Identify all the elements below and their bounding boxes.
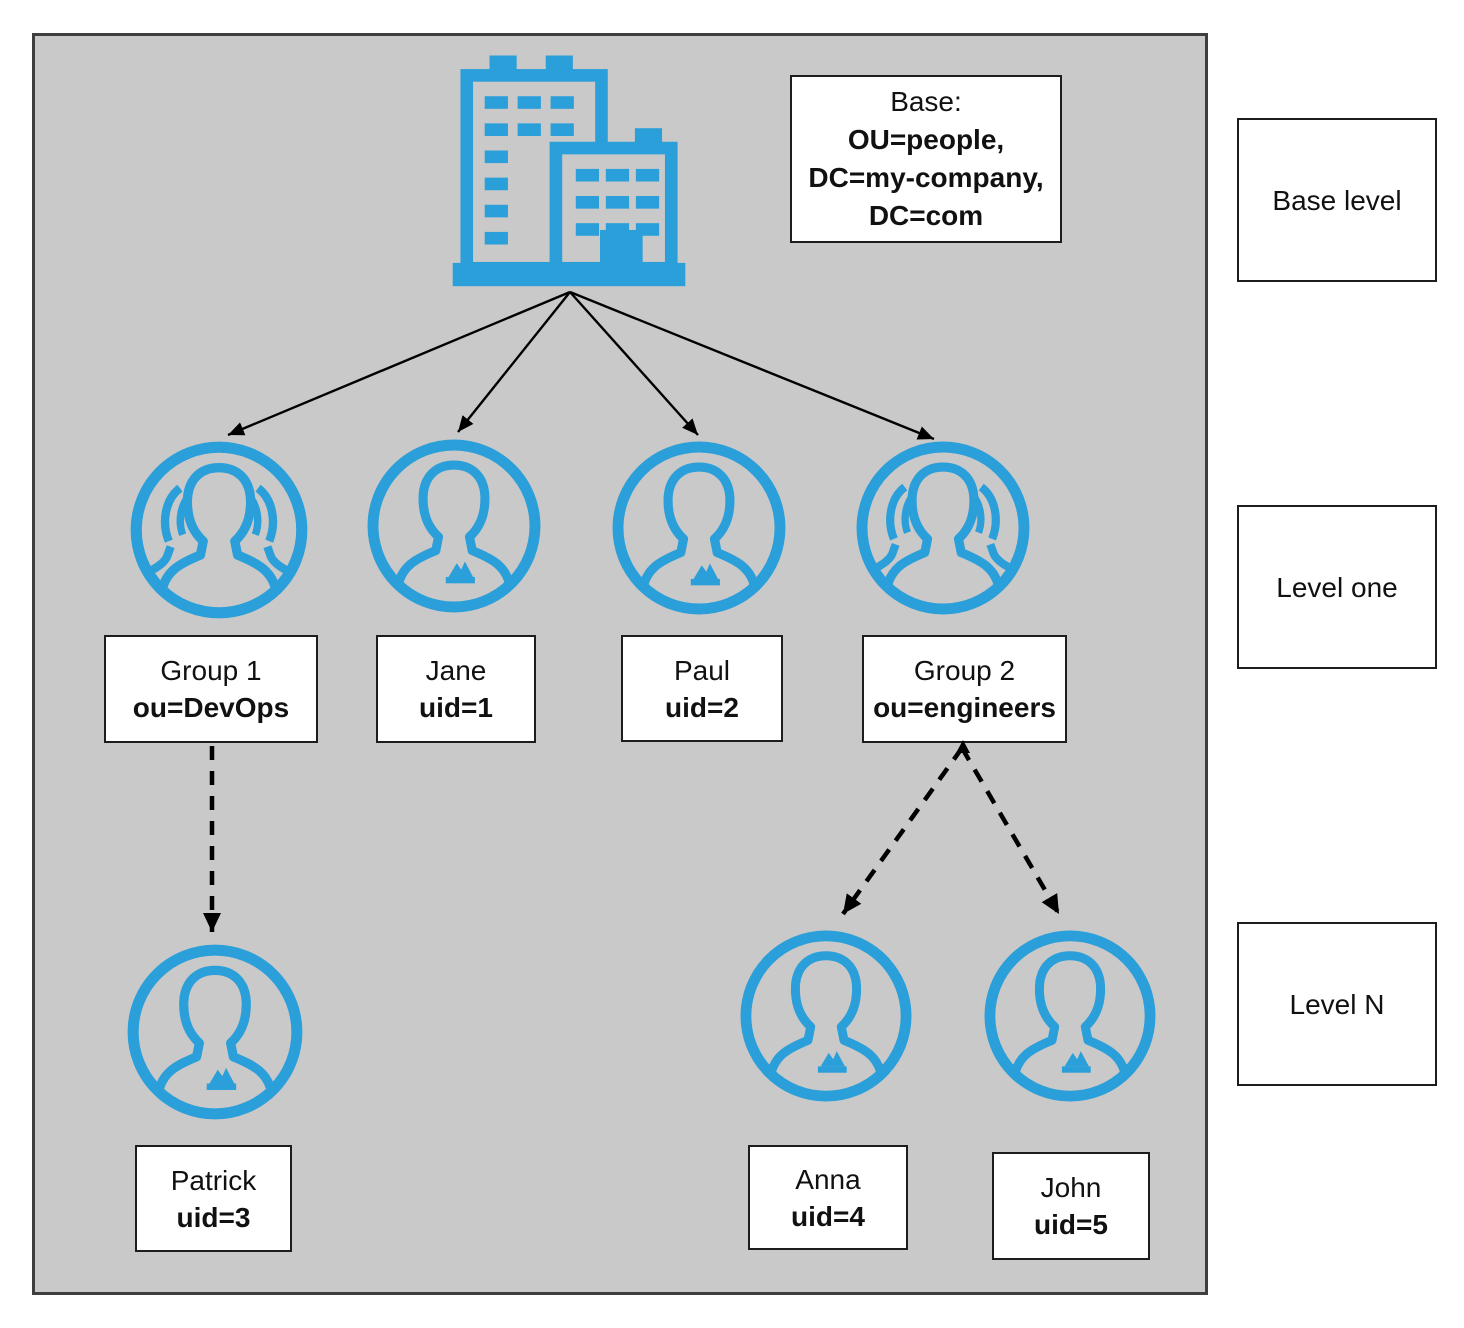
node-label-john: John uid=5 bbox=[992, 1152, 1150, 1260]
node-name: John bbox=[1040, 1172, 1102, 1203]
node-name: Group 1 bbox=[160, 655, 262, 686]
group-people-icon bbox=[852, 437, 1034, 619]
base-dn-line: DC=com bbox=[868, 200, 984, 231]
node-label-anna: Anna uid=4 bbox=[748, 1145, 908, 1250]
person-icon bbox=[123, 940, 307, 1124]
person-icon bbox=[608, 437, 790, 619]
node-name: Anna bbox=[795, 1163, 861, 1195]
person-icon bbox=[363, 435, 545, 617]
level-label-one: Level one bbox=[1237, 505, 1437, 669]
node-attr: uid=4 bbox=[791, 1200, 865, 1232]
node-label-group2: Group 2 ou=engineers bbox=[862, 635, 1067, 743]
node-name: Patrick bbox=[170, 1164, 257, 1196]
person-icon bbox=[980, 926, 1160, 1106]
node-label-patrick: Patrick uid=3 bbox=[135, 1145, 292, 1252]
person-icon bbox=[736, 926, 916, 1106]
node-label-group1: Group 1 ou=DevOps bbox=[104, 635, 318, 743]
level-label-text: Base level bbox=[1272, 184, 1402, 216]
node-attr: ou=DevOps bbox=[132, 692, 290, 723]
node-label-jane: Jane uid=1 bbox=[376, 635, 536, 743]
base-dn-title: Base: bbox=[890, 86, 962, 117]
node-name: Group 2 bbox=[913, 655, 1016, 686]
base-dn-line: DC=my-company, bbox=[808, 162, 1044, 193]
node-attr: uid=2 bbox=[665, 691, 739, 723]
node-attr: ou=engineers bbox=[873, 692, 1056, 723]
node-name: Paul bbox=[673, 654, 731, 686]
node-name: Jane bbox=[425, 655, 487, 686]
base-dn-line: OU=people, bbox=[847, 124, 1005, 155]
node-label-paul: Paul uid=2 bbox=[621, 635, 783, 742]
group-people-icon bbox=[126, 437, 312, 623]
level-label-text: Level N bbox=[1289, 988, 1385, 1020]
base-dn-box: Base: OU=people, DC=my-company, DC=com bbox=[790, 75, 1062, 243]
node-attr: uid=5 bbox=[1034, 1209, 1108, 1240]
level-label-base: Base level bbox=[1237, 118, 1437, 282]
node-attr: uid=1 bbox=[419, 692, 493, 723]
node-attr: uid=3 bbox=[176, 1201, 251, 1233]
level-label-text: Level one bbox=[1276, 571, 1398, 603]
organization-buildings-icon bbox=[452, 40, 686, 292]
level-label-n: Level N bbox=[1237, 922, 1437, 1086]
